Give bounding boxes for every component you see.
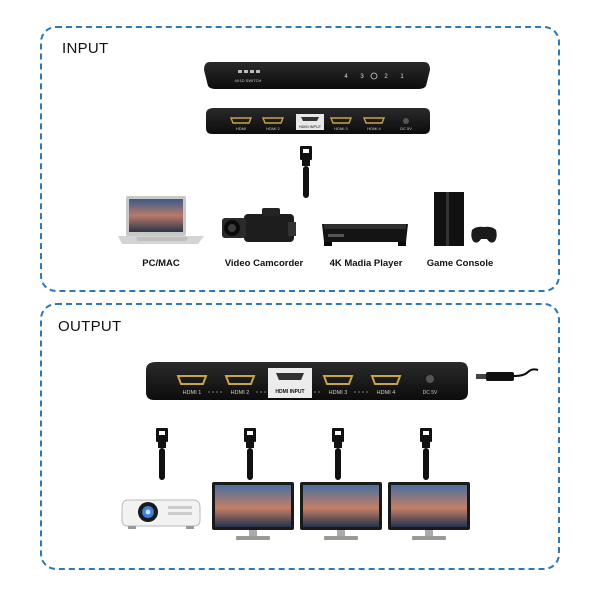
monitor-icon	[300, 482, 382, 540]
hdmi-cable-icon	[332, 428, 344, 480]
monitor-icon	[212, 482, 294, 540]
port-number: 1	[400, 74, 404, 80]
media-player-icon	[322, 224, 408, 246]
port-number: 4	[344, 74, 348, 80]
power-cable-icon	[476, 368, 539, 381]
device-label-video-camcorder: Video Camcorder	[224, 258, 304, 269]
port-number: 2	[384, 74, 388, 80]
output-panel	[40, 303, 560, 570]
device-label-game-console: Game Console	[426, 258, 494, 269]
svg-text:HDMI 3: HDMI 3	[329, 390, 348, 396]
device-label-pc-mac: PC/MAC	[142, 258, 180, 269]
switch-top-view: 4X1D SWITCH 4 3 2 1	[204, 62, 430, 89]
svg-text:DC 5V: DC 5V	[400, 126, 412, 131]
svg-text:HDMI 4: HDMI 4	[377, 390, 396, 396]
switch-front-view: HDMI HDMI 2 HDMI INPUT HDMI 3 HDMI 4 DC …	[206, 108, 430, 134]
port-number: 3	[360, 74, 364, 80]
game-console-icon	[434, 192, 497, 246]
output-title: OUTPUT	[58, 318, 122, 335]
svg-text:HDMI INPUT: HDMI INPUT	[299, 125, 322, 129]
svg-text:HDMI 3: HDMI 3	[334, 126, 348, 131]
svg-text:HDMI: HDMI	[236, 126, 246, 131]
hdmi-cable-icon	[244, 428, 256, 480]
switch-label: 4X1D SWITCH	[235, 78, 262, 83]
switch-front-view-large: HDMI 1 HDMI 2 HDMI INPUT HDMI 3 HDMI 4 D…	[146, 362, 468, 400]
laptop-icon	[118, 196, 204, 244]
hdmi-cable-icon	[156, 428, 168, 480]
projector-icon	[121, 499, 201, 529]
camcorder-icon	[222, 208, 296, 242]
svg-text:HDMI INPUT: HDMI INPUT	[275, 389, 304, 395]
hdmi-cable-icon	[300, 146, 312, 198]
input-panel	[40, 26, 560, 292]
svg-text:HDMI 2: HDMI 2	[231, 390, 250, 396]
svg-text:DC 5V: DC 5V	[423, 390, 438, 396]
svg-text:HDMI 2: HDMI 2	[266, 126, 280, 131]
hdmi-cable-icon	[420, 428, 432, 480]
device-label-4k-media-player: 4K Madia Player	[329, 258, 403, 269]
monitor-icon	[388, 482, 470, 540]
svg-text:HDMI 4: HDMI 4	[367, 126, 381, 131]
input-title: INPUT	[62, 40, 109, 57]
svg-text:HDMI 1: HDMI 1	[183, 390, 202, 396]
